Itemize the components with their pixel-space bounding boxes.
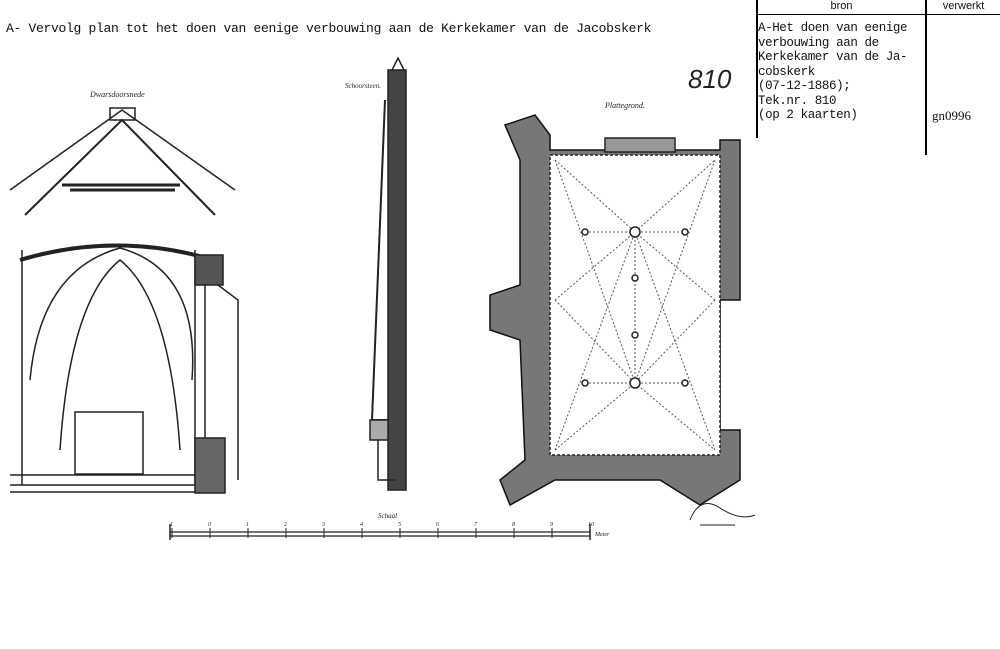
bron-line: cobskerk — [758, 64, 815, 79]
column-header-verwerkt: verwerkt — [927, 0, 1000, 15]
bron-line: Tek.nr. 810 — [758, 93, 837, 108]
signature — [689, 503, 756, 526]
table-divider-middle — [925, 0, 927, 155]
drawing-number: 810 — [688, 64, 732, 94]
scale-tick-label: 3 — [321, 522, 325, 528]
cross-section-drawing — [9, 107, 239, 494]
scale-tick-label: 5 — [398, 522, 401, 528]
scale-tick-label: 1 — [170, 522, 173, 528]
bron-line: verbouwing aan de — [758, 35, 879, 50]
bron-line: A-Het doen van eenige — [758, 21, 908, 35]
scale-tick-label: 8 — [512, 522, 515, 528]
scale-tick-label: 4 — [360, 521, 363, 528]
label-scale-unit: Meter — [594, 532, 610, 538]
scale-bar — [169, 524, 591, 540]
scale-tick-label: 9 — [550, 522, 553, 528]
label-scale: Schaal — [378, 512, 397, 520]
bron-line: (op 2 kaarten) — [758, 108, 858, 122]
scale-tick-label: 0 — [208, 522, 211, 528]
scale-tick-label: 6 — [436, 522, 439, 528]
label-plan: Plattegrond. — [604, 101, 645, 110]
scale-tick-label: 7 — [474, 522, 478, 528]
document-title: A- Vervolg plan tot het doen van eenige … — [6, 21, 652, 36]
scale-tick-label: 1 — [246, 522, 249, 528]
scale-tick-label: 10 — [588, 522, 594, 528]
label-section: Dwarsdoorsnede — [89, 90, 145, 99]
floor-plan-drawing — [489, 114, 741, 507]
scale-tick-label: 2 — [284, 522, 287, 528]
column-header-bron: bron — [758, 0, 925, 15]
chimney-drawing — [369, 56, 407, 491]
bron-line: Kerkekamer van de Ja- — [758, 50, 908, 64]
bron-line: (07-12-1886); — [758, 79, 851, 93]
table-divider-left — [756, 0, 758, 138]
verwerkt-cell: gn0996 — [932, 108, 971, 123]
bron-cell: A-Het doen van eenige verbouwing aan de … — [758, 21, 908, 123]
label-chimney: Schoorsteen. — [345, 82, 381, 90]
